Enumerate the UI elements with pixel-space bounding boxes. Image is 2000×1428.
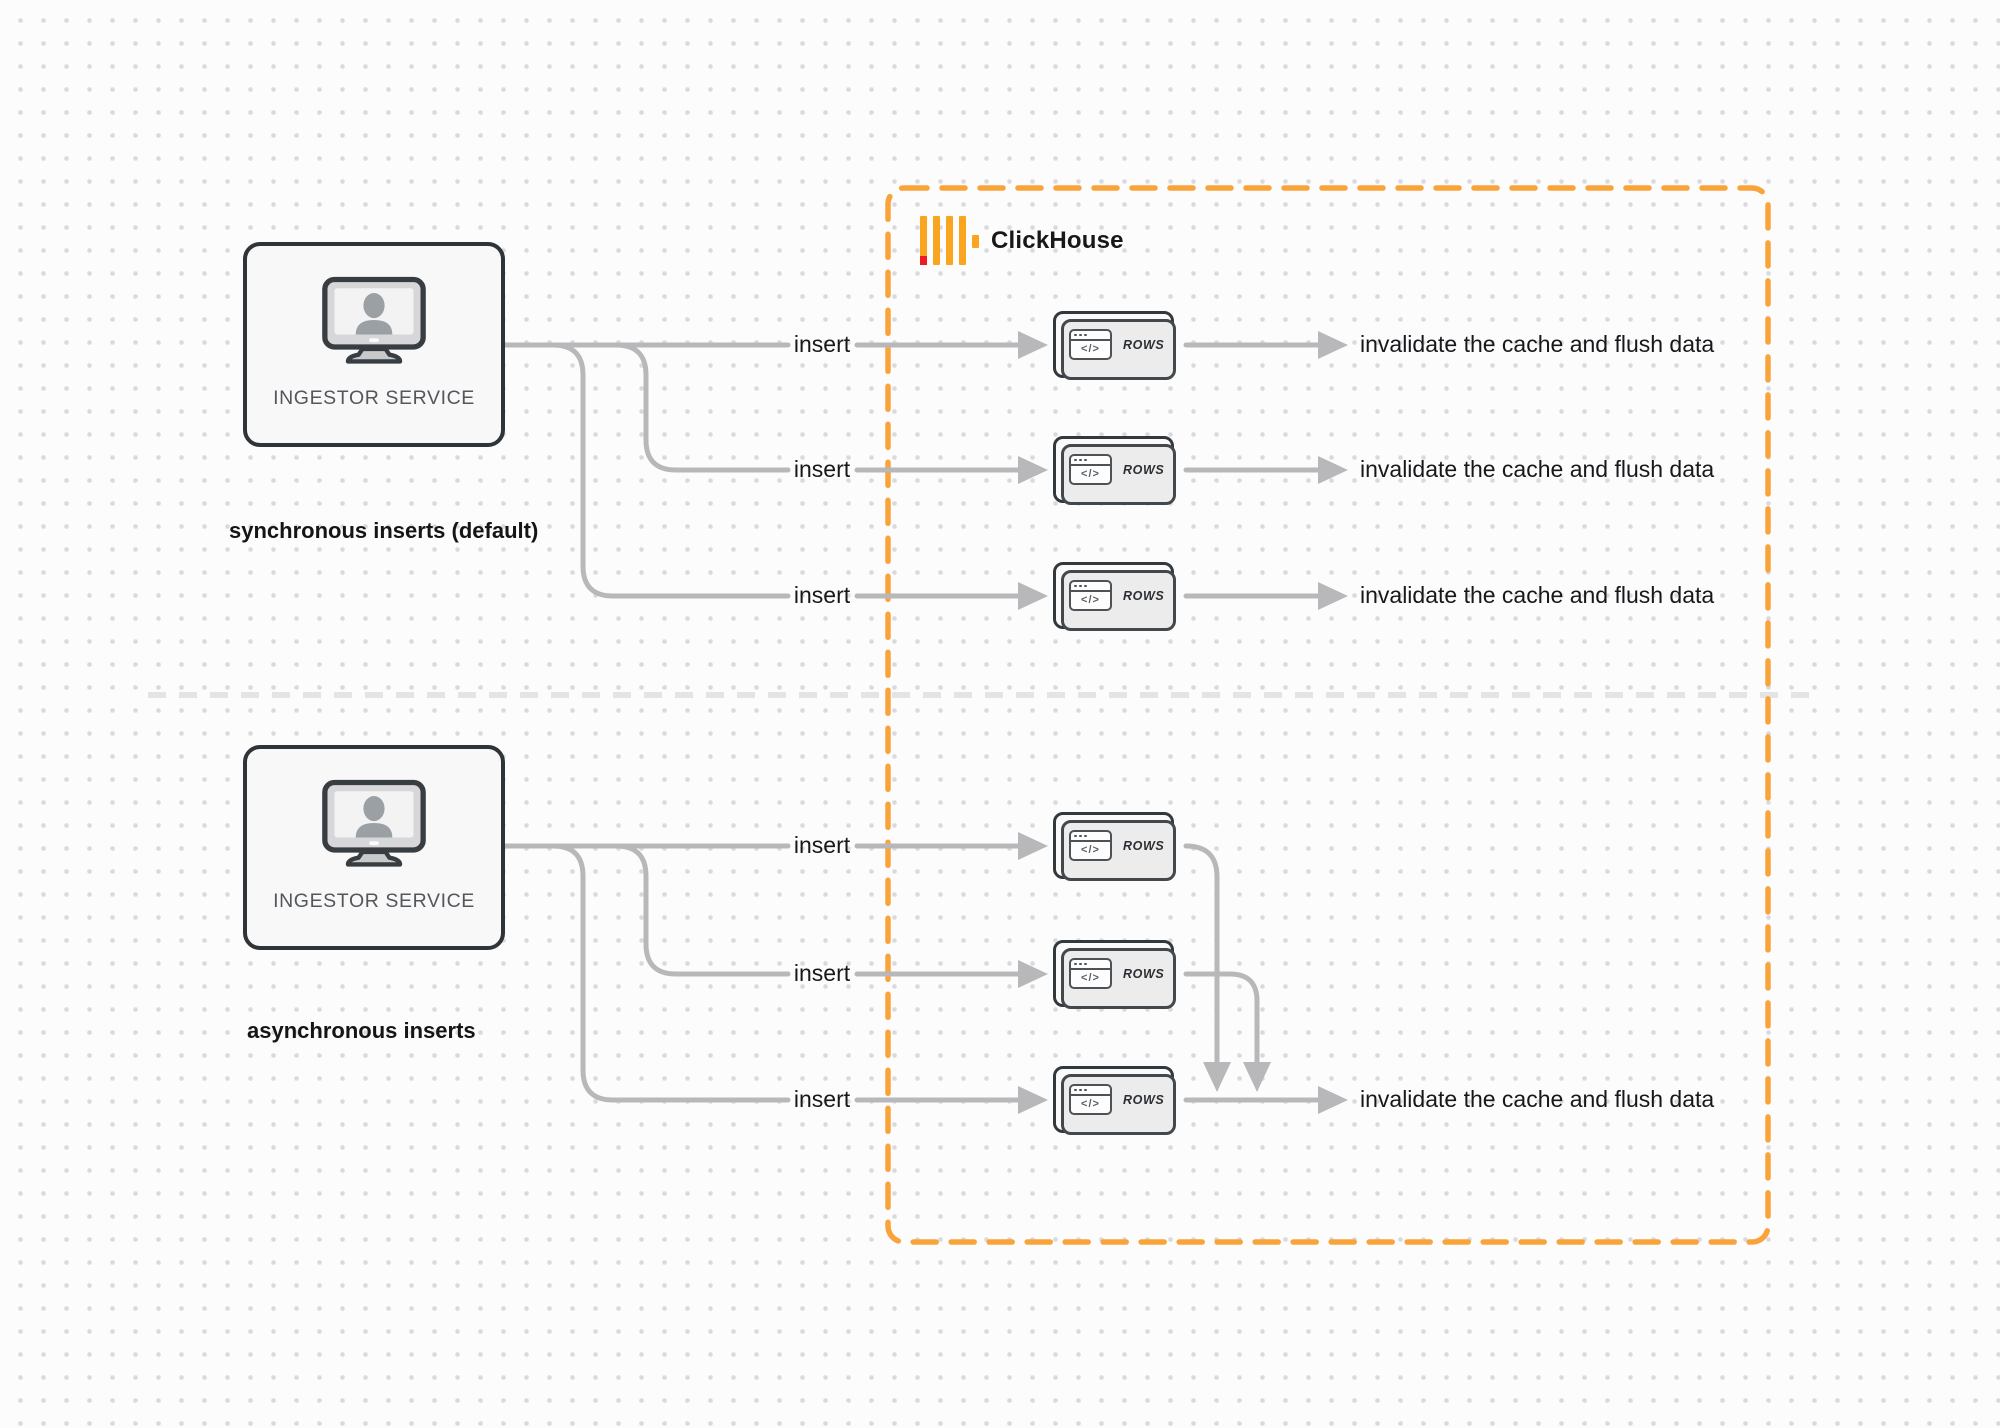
- logo-bar-short: [972, 235, 979, 248]
- code-window-icon: </>: [1069, 580, 1112, 611]
- logo-bar: [920, 216, 927, 265]
- insert-label: insert: [793, 1086, 851, 1112]
- arrowhead-down-icon: [1203, 1062, 1231, 1092]
- ingestor-service-box-async: INGESTOR SERVICE: [243, 745, 505, 950]
- code-window-icon: </>: [1069, 454, 1112, 485]
- clickhouse-title: ClickHouse: [991, 226, 1124, 254]
- ingestor-service-box-sync: INGESTOR SERVICE: [243, 242, 505, 447]
- result-label: invalidate the cache and flush data: [1360, 1086, 1715, 1112]
- arrowhead-icon: [1018, 1086, 1048, 1114]
- result-label: invalidate the cache and flush data: [1360, 456, 1715, 482]
- rows-card: </> ROWS: [1053, 562, 1176, 631]
- window-titlebar: [1071, 832, 1110, 842]
- rows-card: </> ROWS: [1053, 311, 1176, 380]
- logo-bar: [946, 216, 953, 265]
- code-glyph: </>: [1081, 343, 1100, 355]
- arrowhead-icon: [1018, 331, 1048, 359]
- code-window-icon: </>: [1069, 1084, 1112, 1115]
- connector: [613, 342, 791, 473]
- insert-label: insert: [793, 456, 851, 482]
- insert-label: insert: [793, 582, 851, 608]
- logo-bar: [933, 216, 940, 265]
- monitor-user-icon: [322, 779, 426, 867]
- arrowhead-down-icon: [1243, 1062, 1271, 1092]
- async-caption: asynchronous inserts: [247, 1018, 476, 1043]
- arrowhead-icon: [1018, 582, 1048, 610]
- arrowhead-icon: [1318, 456, 1348, 484]
- clickhouse-header: ClickHouse: [920, 216, 1124, 265]
- rows-label: ROWS: [1123, 838, 1165, 853]
- result-label: invalidate the cache and flush data: [1360, 582, 1715, 608]
- logo-red-accent: [920, 256, 927, 265]
- insert-label: insert: [793, 960, 851, 986]
- sync-connectors: [502, 342, 1321, 599]
- ingestor-service-label: INGESTOR SERVICE: [273, 387, 475, 409]
- rows-label: ROWS: [1123, 588, 1165, 603]
- rows-card: </> ROWS: [1053, 1066, 1176, 1135]
- ingestor-service-label: INGESTOR SERVICE: [273, 890, 475, 912]
- async-connectors: [502, 843, 1321, 1103]
- insert-label: insert: [793, 832, 851, 858]
- rows-card: </> ROWS: [1053, 436, 1176, 505]
- code-glyph: </>: [1081, 844, 1100, 856]
- code-glyph: </>: [1081, 468, 1100, 480]
- rows-label: ROWS: [1123, 1092, 1165, 1107]
- rows-label: ROWS: [1123, 337, 1165, 352]
- window-titlebar: [1071, 1086, 1110, 1096]
- arrowhead-icon: [1318, 1086, 1348, 1114]
- connector: [550, 342, 791, 599]
- clickhouse-logo-icon: [920, 216, 980, 265]
- rows-card: </> ROWS: [1053, 812, 1176, 881]
- sync-arrowheads: [1018, 331, 1348, 610]
- connector: [550, 843, 791, 1103]
- arrowhead-icon: [1318, 331, 1348, 359]
- arrowhead-icon: [1018, 960, 1048, 988]
- window-titlebar: [1071, 456, 1110, 466]
- rows-card: </> ROWS: [1053, 940, 1176, 1009]
- monitor-user-icon: [322, 276, 426, 364]
- connector: [1183, 971, 1260, 1065]
- arrowhead-icon: [1018, 456, 1048, 484]
- sync-caption: synchronous inserts (default): [229, 518, 539, 543]
- result-label: invalidate the cache and flush data: [1360, 331, 1715, 357]
- async-arrowheads: [1018, 832, 1348, 1114]
- window-titlebar: [1071, 960, 1110, 970]
- code-window-icon: </>: [1069, 830, 1112, 861]
- insert-label: insert: [793, 331, 851, 357]
- window-titlebar: [1071, 331, 1110, 341]
- rows-label: ROWS: [1123, 966, 1165, 981]
- window-titlebar: [1071, 582, 1110, 592]
- connector: [613, 843, 791, 977]
- code-window-icon: </>: [1069, 329, 1112, 360]
- code-glyph: </>: [1081, 972, 1100, 984]
- logo-bar: [959, 216, 966, 265]
- connector: [1183, 843, 1220, 1065]
- code-glyph: </>: [1081, 594, 1100, 606]
- code-glyph: </>: [1081, 1098, 1100, 1110]
- code-window-icon: </>: [1069, 958, 1112, 989]
- rows-label: ROWS: [1123, 462, 1165, 477]
- arrowhead-icon: [1318, 582, 1348, 610]
- arrowhead-icon: [1018, 832, 1048, 860]
- clickhouse-boundary-box: [885, 185, 1771, 1245]
